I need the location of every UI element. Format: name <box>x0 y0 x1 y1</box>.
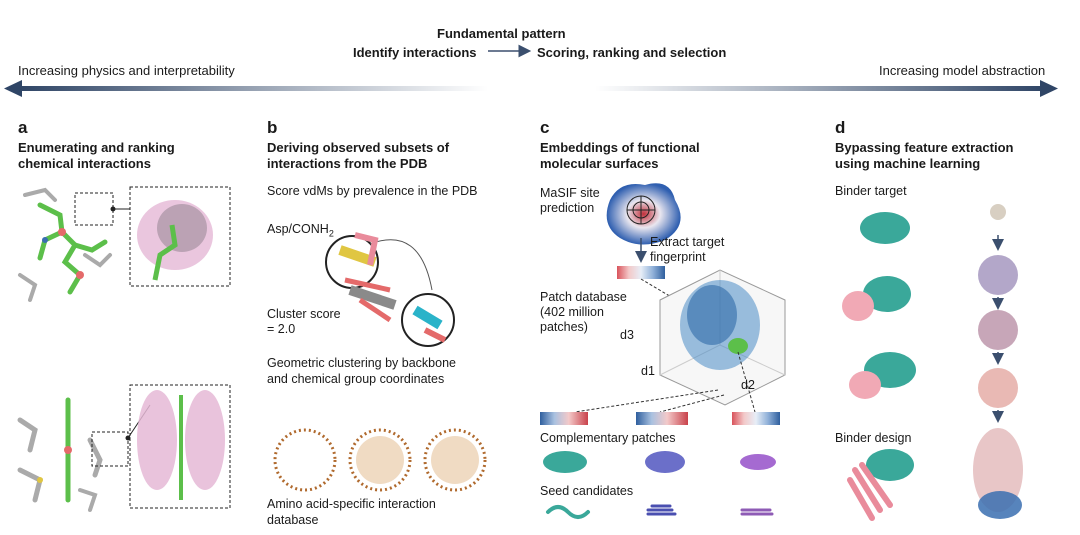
axis-d3-label: d3 <box>620 328 634 342</box>
masif-label-1: MaSIF site <box>540 186 600 200</box>
panel-d-title-line2: using machine learning <box>835 156 981 171</box>
complementary-patches-label: Complementary patches <box>540 431 676 445</box>
patch-fingerprint-1 <box>540 412 588 425</box>
panel-a-ligand-bottom <box>17 397 103 512</box>
binder-target-proteins <box>842 212 916 521</box>
extract-label-2: fingerprint <box>650 250 706 264</box>
panel-c-3d-embedding <box>659 269 786 406</box>
panel-b-geo-label-1: Geometric clustering by backbone <box>267 356 456 370</box>
diagram-title: Fundamental pattern <box>437 26 566 41</box>
target-fingerprint-bar <box>617 266 665 279</box>
panel-a-zoom-connector-top <box>110 206 130 212</box>
panel-c-title-line1: Embeddings of functional <box>540 140 700 155</box>
seed-candidates <box>546 504 774 519</box>
panel-d-letter: d <box>835 118 846 137</box>
axis-d1-label: d1 <box>641 364 655 378</box>
panel-a-title-line1: Enumerating and ranking <box>18 140 175 155</box>
panel-b-db-label-2: database <box>267 513 319 527</box>
panel-a-zoom-box-top <box>74 192 114 226</box>
panel-a-title-line2: chemical interactions <box>18 156 151 171</box>
masif-label-2: prediction <box>540 201 595 215</box>
panel-b-score-label: Score vdMs by prevalence in the PDB <box>267 184 478 198</box>
panel-c-letter: c <box>540 118 550 137</box>
asp-label-text: Asp/CONH <box>267 222 329 236</box>
binder-design-label: Binder design <box>835 431 912 445</box>
panel-b-asp-label: Asp/CONH2 <box>267 222 334 242</box>
complementary-patches <box>543 451 776 473</box>
diffusion-trajectory <box>973 204 1023 519</box>
patch-fingerprint-2 <box>636 412 688 425</box>
patch-db-label-1: Patch database <box>540 290 627 304</box>
panel-b-cluster-label-1: Cluster score <box>267 307 341 321</box>
panel-a-ensemble-top <box>129 186 231 287</box>
axis-arrow-left <box>4 80 488 97</box>
panel-b-db-label-1: Amino acid-specific interaction <box>267 497 436 511</box>
panel-a-zoom-box-bottom <box>91 431 129 467</box>
binder-target-label: Binder target <box>835 184 907 198</box>
asp-label-subscript: 2 <box>328 228 334 239</box>
right-axis-label: Increasing model abstraction <box>879 63 1046 78</box>
panel-c-projection-lines <box>574 351 756 413</box>
panel-d-title-line1: Bypassing feature extraction <box>835 140 1014 155</box>
patch-fingerprint-3 <box>732 412 780 425</box>
panel-b-title-line2: interactions from the PDB <box>267 156 428 171</box>
extract-label-1: Extract target <box>650 235 725 249</box>
axis-d2-label: d2 <box>741 378 755 392</box>
panel-b-vdm-cluster <box>325 232 455 347</box>
step-identify-interactions: Identify interactions <box>353 45 477 60</box>
seed-candidates-label: Seed candidates <box>540 484 634 498</box>
patch-db-label-2: (402 million <box>540 305 604 319</box>
panel-a-letter: a <box>18 118 28 137</box>
step-scoring: Scoring, ranking and selection <box>537 45 727 60</box>
axis-arrow-right <box>595 80 1058 97</box>
panel-c-title-line2: molecular surfaces <box>540 156 659 171</box>
patch-db-label-3: patches) <box>540 320 588 334</box>
panel-b-geo-label-2: and chemical group coordinates <box>267 372 445 386</box>
panel-b-aa-databases <box>273 428 487 492</box>
panel-b-cluster-label-2: = 2.0 <box>267 322 296 336</box>
left-axis-label: Increasing physics and interpretability <box>18 63 235 78</box>
panel-b-letter: b <box>267 118 278 137</box>
panel-a-ligand-top <box>18 187 112 302</box>
panel-c-masif-surface <box>606 183 681 245</box>
panel-b-title-line1: Deriving observed subsets of <box>267 140 450 155</box>
panel-a-ensemble-bottom <box>129 384 231 509</box>
